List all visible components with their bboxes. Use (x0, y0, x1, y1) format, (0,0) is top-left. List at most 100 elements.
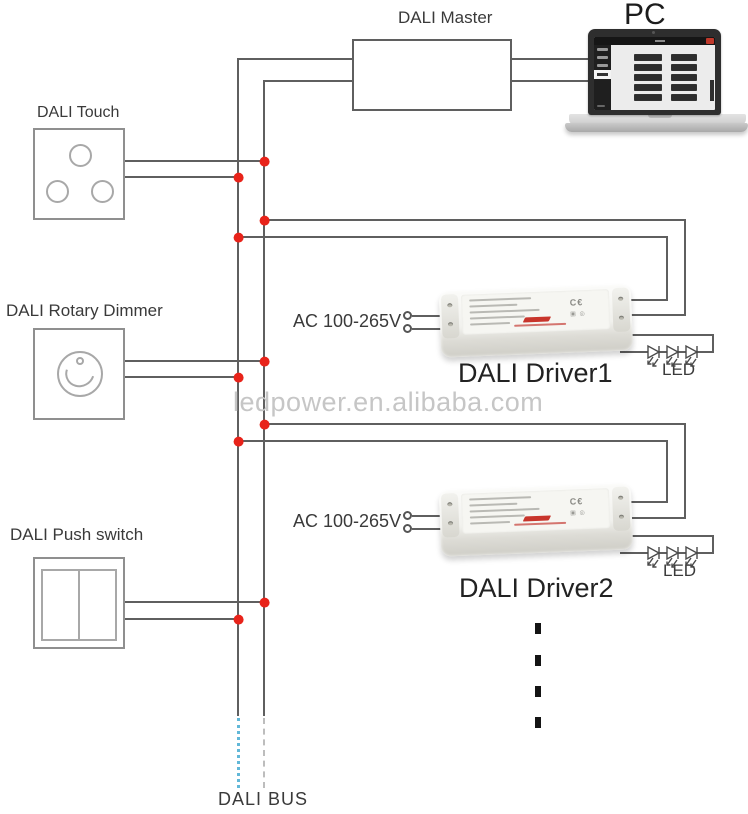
driver2-ac-input-label: AC 100-265V (293, 511, 402, 531)
dali-push-panel (33, 557, 125, 649)
connection-dot (233, 232, 244, 243)
dali-rotary-label: DALI Rotary Dimmer (6, 301, 163, 320)
pc-app-button (634, 94, 662, 101)
master-left-wire-1 (237, 58, 352, 60)
terminal-hole (447, 303, 453, 308)
label-text-blur (470, 321, 511, 326)
screen-bezel-notch (710, 80, 714, 101)
dali-master-label: DALI Master (398, 8, 493, 27)
push-rocker-left (41, 569, 80, 641)
driver2-bus-wire-outer-in (622, 517, 686, 519)
driver-label-plate: C€ ▣ ◎ (460, 488, 611, 534)
laptop-base (565, 123, 748, 132)
driver2-led-wire-top (620, 535, 714, 537)
driver1-label: DALI Driver1 (458, 358, 613, 388)
connection-dot (259, 156, 270, 167)
dali-driver2-device: C€ ▣ ◎ (438, 483, 634, 557)
label-text-blur (469, 308, 540, 314)
driver2-ac-terminal-2 (403, 524, 412, 533)
dali-bus-line-a-dotted-tail (237, 718, 240, 788)
terminal-hole (447, 502, 453, 507)
dali-touch-panel (33, 128, 125, 220)
pc-app-button (634, 54, 662, 61)
driver2-bus-wire-outer-h (263, 423, 686, 425)
driver1-bus-wire-outer-in (622, 314, 686, 316)
label-text-blur (469, 502, 518, 507)
app-title-bar (594, 37, 715, 45)
terminal-hole (447, 521, 454, 526)
rotary-wire-bottom (125, 376, 239, 378)
push-rocker-right (78, 569, 117, 641)
app-title-text-blur (654, 40, 665, 42)
sidebar-menu-icon (597, 48, 608, 51)
driver1-ac-terminal-2 (403, 324, 412, 333)
pc-app-button (634, 64, 662, 71)
driver1-led-wire-top (620, 334, 714, 336)
terminal-hole (618, 315, 625, 320)
push-wire-top (125, 601, 265, 603)
laptop-screen (588, 29, 721, 115)
driver1-bus-wire-outer-h (263, 219, 686, 221)
connection-dot (259, 356, 270, 367)
touch-wire-bottom (125, 176, 239, 178)
terminal-hole (618, 296, 624, 301)
driver2-bus-wire-inner-in (616, 501, 668, 503)
dali-bus-line-a (237, 58, 239, 716)
driver1-led-label: LED (662, 360, 696, 379)
terminal-hole (618, 495, 624, 500)
driver1-ac-wire-2 (412, 328, 457, 330)
driver1-led-wire-right (712, 334, 714, 353)
ellipsis-dot (535, 717, 541, 728)
touch-wire-top (125, 160, 265, 162)
watermark-text: ledpower.en.alibaba.com (233, 387, 544, 417)
driver2-led-label: LED (663, 561, 697, 580)
driver2-led-wire-right (712, 535, 714, 554)
label-text-blur (469, 507, 540, 513)
ce-mark: C€ (569, 496, 584, 507)
laptop-keyboard-deck (569, 114, 746, 125)
connection-dot (233, 614, 244, 625)
driver1-ac-terminal-1 (403, 311, 412, 320)
pc-app-button (634, 74, 662, 81)
terminal-hole (618, 514, 625, 519)
driver2-bus-wire-outer-v (684, 423, 686, 519)
laptop-hinge-notch (648, 114, 672, 118)
cert-marks: ▣ ◎ (570, 510, 586, 517)
label-text-blur (469, 303, 518, 308)
pc-app-button (634, 84, 662, 91)
dali-bus-line-b (263, 80, 265, 716)
brand-logo-red (522, 515, 552, 522)
brand-underline-red (514, 521, 567, 526)
connection-dot (233, 372, 244, 383)
driver2-bus-wire-inner-h (237, 440, 668, 442)
pc-app-button (671, 54, 697, 61)
driver1-ac-wire-1 (412, 315, 457, 317)
ce-mark: C€ (569, 297, 584, 308)
dali-rotary-panel (33, 328, 125, 420)
driver1-bus-wire-inner-v (666, 236, 668, 301)
label-text-blur (470, 520, 511, 525)
dali-bus-line-b-dashed-tail (263, 718, 265, 788)
dali-master-box (352, 39, 512, 111)
driver1-bus-wire-inner-in (616, 299, 668, 301)
master-pc-wire-1 (512, 58, 592, 60)
connection-dot (259, 215, 270, 226)
touch-button-circle-left (46, 180, 69, 203)
app-close-button (706, 38, 714, 44)
pc-app-button (671, 94, 697, 101)
driver1-bus-wire-inner-h (237, 236, 668, 238)
sidebar-item-2 (597, 64, 608, 67)
driver-endcap-right (611, 287, 631, 333)
rotary-wire-top (125, 360, 265, 362)
dali-driver1-device: C€ ▣ ◎ (438, 284, 634, 358)
label-text-blur (469, 514, 525, 519)
sidebar-item-selected-label-blur (597, 73, 608, 76)
label-text-blur (469, 315, 525, 320)
app-sidebar (594, 45, 611, 110)
pc-app-button (671, 64, 697, 71)
dali-push-label: DALI Push switch (10, 525, 144, 544)
sidebar-item-selected (594, 70, 611, 79)
cert-marks: ▣ ◎ (570, 311, 586, 318)
driver-endcap-left (440, 492, 460, 538)
